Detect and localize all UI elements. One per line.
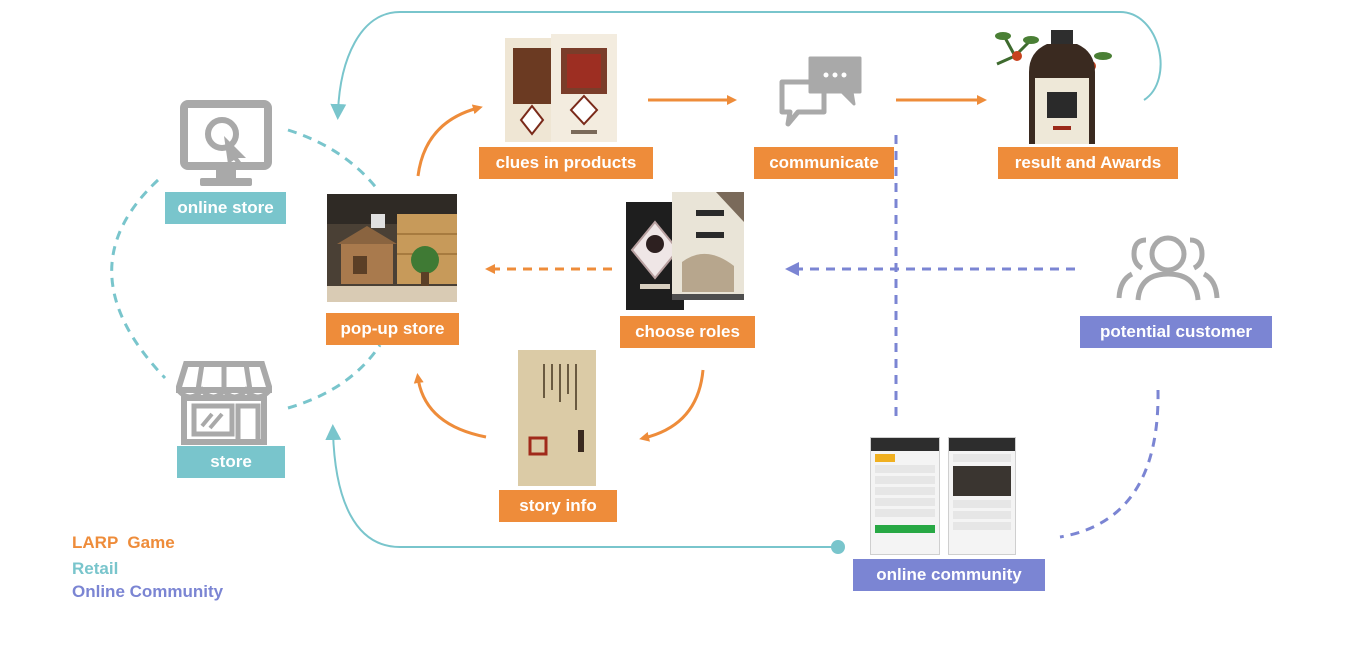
retail-loop-left: [110, 178, 167, 380]
retail-loop-bottom: [287, 344, 382, 410]
retail-bottom-arc: [325, 424, 836, 548]
legend-online-community: Online Community: [72, 582, 224, 601]
result-bottle-photo: [995, 26, 1113, 148]
legend-larp-game: LARP Game: [72, 533, 175, 552]
pop-up-store-photo: [327, 194, 457, 302]
monitor-cursor-icon: [180, 100, 272, 186]
community-phone-right: [948, 437, 1016, 555]
purple-customer-to-community: [1059, 389, 1160, 539]
online-community-label: online community: [853, 559, 1045, 591]
chat-bubbles-icon: [779, 56, 862, 127]
people-icon: [1116, 235, 1220, 301]
storefront-icon: [176, 361, 272, 445]
potential-customer-label: potential customer: [1080, 316, 1272, 348]
community-phone-left: [870, 437, 940, 555]
retail-loop-top: [287, 128, 380, 191]
pop-up-store-label: pop-up store: [326, 313, 459, 345]
result-and-awards-label: result and Awards: [998, 147, 1178, 179]
clues-products-photo: [505, 34, 617, 142]
arrow-popup-to-clues: [416, 104, 483, 177]
arrow-story-to-popup: [413, 373, 487, 439]
retail-top-arc: [330, 11, 1162, 120]
story-info-label: story info: [499, 490, 617, 522]
story-info-letter: [518, 350, 596, 486]
clues-in-products-label: clues in products: [479, 147, 653, 179]
choose-roles-label: choose roles: [620, 316, 755, 348]
retail-line-dot: [831, 540, 845, 554]
legend-retail: Retail: [72, 559, 119, 578]
store-label: store: [177, 446, 285, 478]
communicate-label: communicate: [754, 147, 894, 179]
arrow-roles-to-story: [639, 369, 705, 442]
online-store-label: online store: [165, 192, 286, 224]
choose-roles-cards: [626, 192, 744, 310]
